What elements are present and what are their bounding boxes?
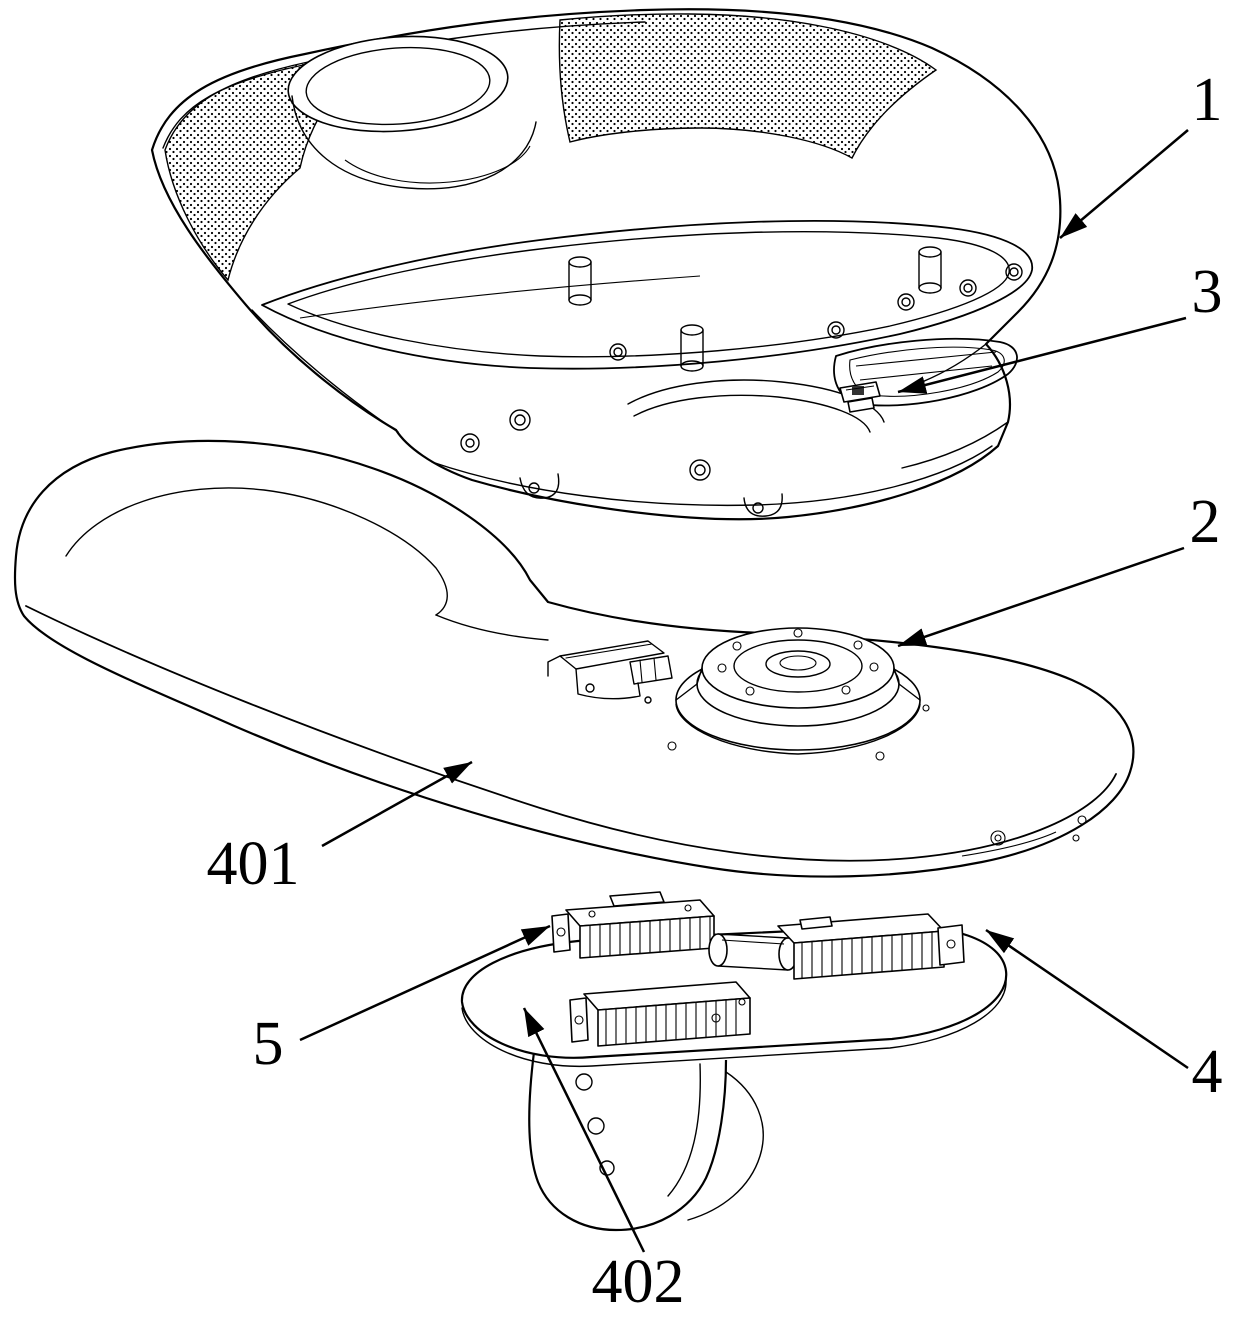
- part-lower-assembly: [460, 891, 1008, 1232]
- clamp-mechanism: [547, 640, 673, 704]
- leader-arrow-402: [522, 1007, 646, 1253]
- leader-arrow-4: [985, 928, 1189, 1070]
- latch-detail: [839, 381, 881, 413]
- callout-label-3: 3: [1192, 258, 1223, 326]
- deck-edge: [25, 605, 1117, 862]
- rail-block-lower: [569, 981, 751, 1047]
- leader-arrow-1: [1059, 129, 1189, 239]
- leader-arrows: [299, 129, 1189, 1253]
- callout-label-4: 4: [1192, 1038, 1223, 1106]
- hump-crease: [65, 487, 448, 616]
- turntable: [675, 627, 921, 755]
- screw-bosses: [460, 263, 1023, 481]
- stipple-region-right: [558, 13, 938, 159]
- callout-label-2: 2: [1190, 488, 1221, 556]
- leader-arrow-3: [897, 316, 1187, 394]
- leader-arrow-5: [299, 924, 551, 1042]
- rail-block-5: [551, 891, 715, 959]
- part-top-cover: [150, 8, 1062, 521]
- part-base-unit: [13, 439, 1135, 878]
- mount-tabs: [519, 473, 783, 517]
- bolt-holes: [717, 628, 879, 696]
- leader-arrow-2: [897, 546, 1185, 648]
- bracket-402: [528, 1051, 764, 1232]
- inner-tray-rim: [261, 219, 1033, 370]
- callout-label-402: 402: [592, 1248, 685, 1316]
- deck-holes: [667, 704, 1087, 846]
- callout-label-1: 1: [1192, 66, 1223, 134]
- callout-label-5: 5: [253, 1010, 284, 1078]
- rail-block-4: [777, 913, 965, 980]
- callout-labels: 1 3 2 401 5 4 402: [207, 66, 1223, 1316]
- standoff-posts: [568, 246, 942, 372]
- leader-arrow-401: [321, 760, 473, 848]
- callout-label-401: 401: [207, 830, 300, 898]
- cylinder-actuator: [708, 933, 798, 971]
- bracket-holes: [575, 1073, 615, 1176]
- base-outline: [13, 439, 1135, 878]
- cup-hole: [287, 35, 537, 190]
